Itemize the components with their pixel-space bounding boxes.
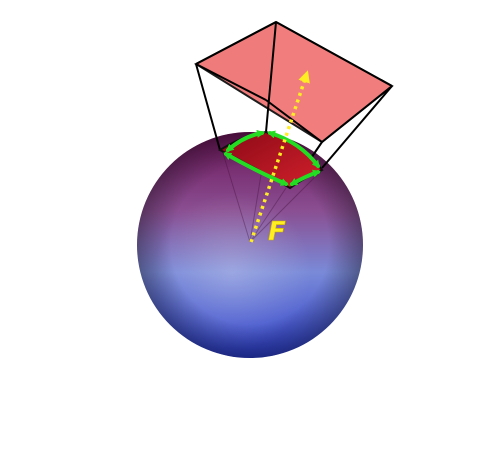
- wireframe-edges: [195, 21, 393, 187]
- right-edge-arrow: [267, 130, 320, 169]
- top-edge-arrow: [225, 129, 265, 152]
- flux-vector-arrow: [249, 70, 310, 243]
- projected-plane-side: [266, 22, 392, 142]
- lower-right-edge-arrow: [289, 169, 321, 186]
- patch-edge-arrows: [223, 129, 321, 186]
- bottom-edge-arrow: [223, 152, 289, 186]
- vector-label: F: [268, 217, 286, 247]
- sphere: [137, 132, 363, 358]
